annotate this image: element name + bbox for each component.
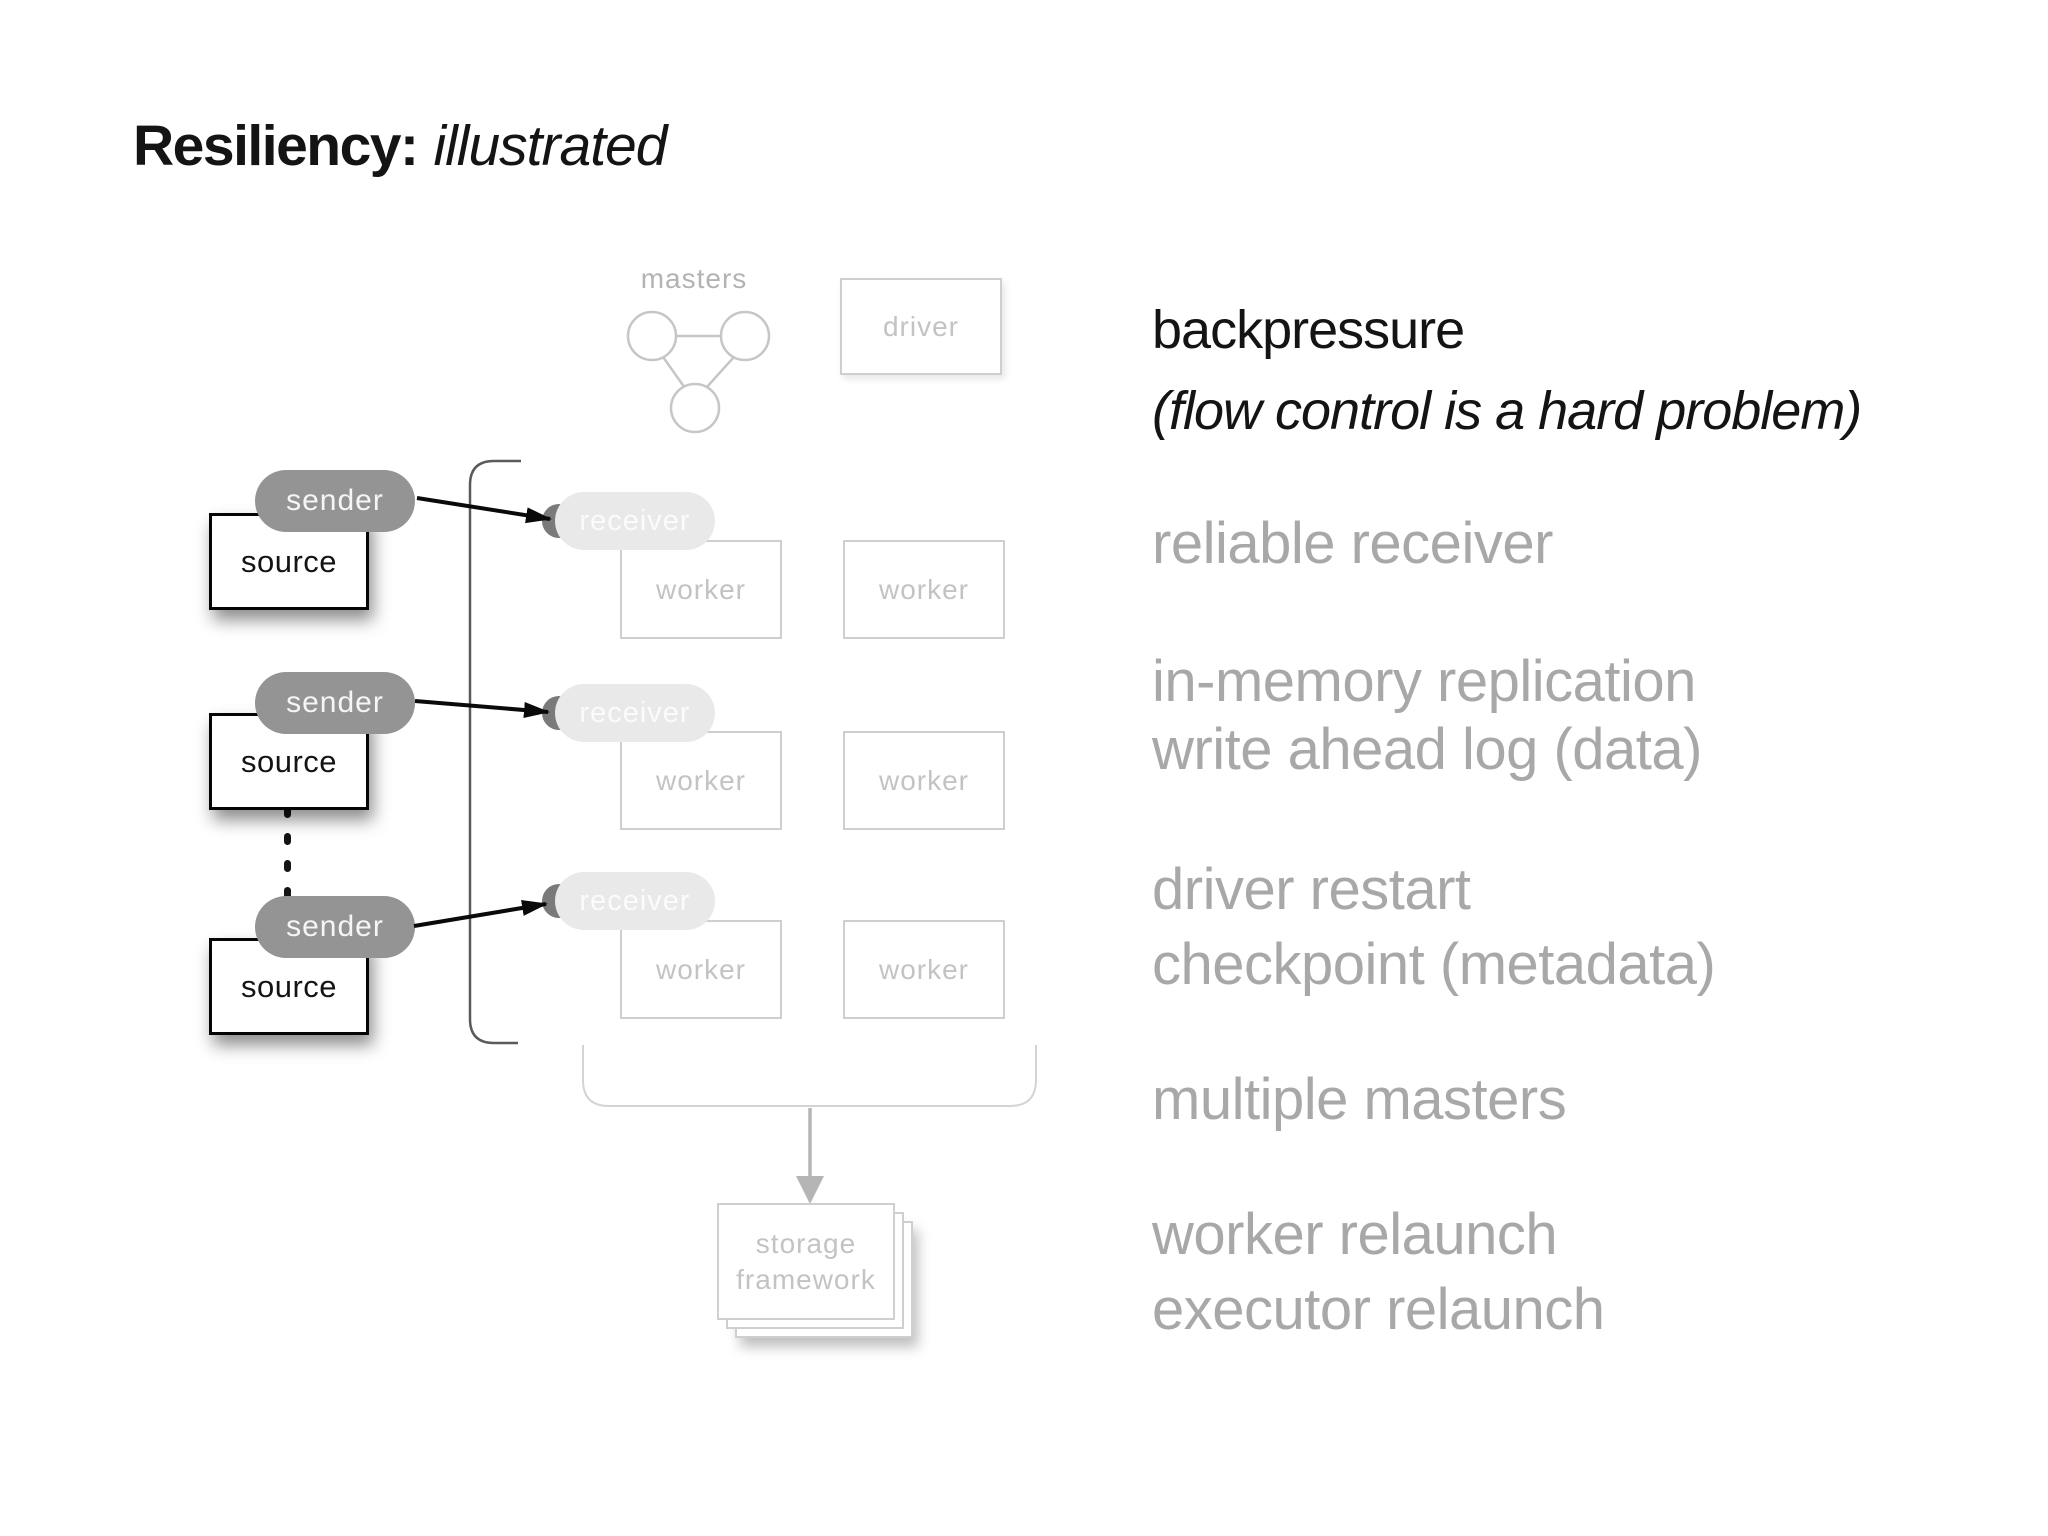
receiver-pill: receiver xyxy=(555,684,715,742)
note-driver-restart: driver restart xyxy=(1152,857,1471,922)
worker-box: worker xyxy=(620,920,782,1019)
master-node-circle xyxy=(669,382,721,434)
note-backpressure: backpressure xyxy=(1152,300,1465,360)
receivers-bracket xyxy=(468,459,521,1045)
worker-box: worker xyxy=(620,540,782,639)
slide-title: Resiliency:illustrated xyxy=(133,118,667,175)
masters-link-line xyxy=(661,356,687,389)
note-write-ahead-log: write ahead log (data) xyxy=(1152,717,1703,782)
ellipsis-dot xyxy=(284,833,291,845)
master-node-circle xyxy=(626,310,678,362)
worker-box: worker xyxy=(843,731,1005,830)
storage-label-line1: storage xyxy=(755,1227,857,1259)
sender-to-receiver-arrow xyxy=(413,900,548,928)
sender-pill: sender xyxy=(255,896,415,958)
note-flow-control: (flow control is a hard problem) xyxy=(1152,381,1862,441)
storage-arrowhead-icon xyxy=(796,1176,824,1204)
sender-pill: sender xyxy=(255,672,415,734)
receiver-pill: receiver xyxy=(555,492,715,550)
note-inmemory-replication: in-memory replication xyxy=(1152,649,1696,714)
worker-box: worker xyxy=(620,731,782,830)
slide-title-italic: illustrated xyxy=(433,114,667,178)
sender-pill: sender xyxy=(255,470,415,532)
note-worker-relaunch: worker relaunch xyxy=(1152,1202,1558,1267)
worker-box: worker xyxy=(843,540,1005,639)
sender-to-receiver-arrow xyxy=(416,496,552,524)
worker-box: worker xyxy=(843,920,1005,1019)
ellipsis-dot xyxy=(284,860,291,872)
storage-framework-box: storage framework xyxy=(717,1203,895,1320)
note-executor-relaunch: executor relaunch xyxy=(1152,1277,1605,1342)
note-reliable-receiver: reliable receiver xyxy=(1152,511,1553,576)
sender-to-receiver-arrow xyxy=(414,699,550,718)
masters-label: masters xyxy=(640,263,748,294)
cluster-container-outline xyxy=(582,1045,1037,1107)
slide-title-bold: Resiliency: xyxy=(133,114,419,178)
masters-link-line xyxy=(705,356,735,389)
note-checkpoint: checkpoint (metadata) xyxy=(1152,932,1716,997)
storage-framework-stack: storage framework xyxy=(717,1203,931,1356)
master-node-circle xyxy=(719,310,771,362)
storage-label-line2: framework xyxy=(736,1263,876,1295)
note-multiple-masters: multiple masters xyxy=(1152,1067,1567,1132)
driver-box: driver xyxy=(840,278,1002,375)
receiver-pill: receiver xyxy=(555,872,715,930)
